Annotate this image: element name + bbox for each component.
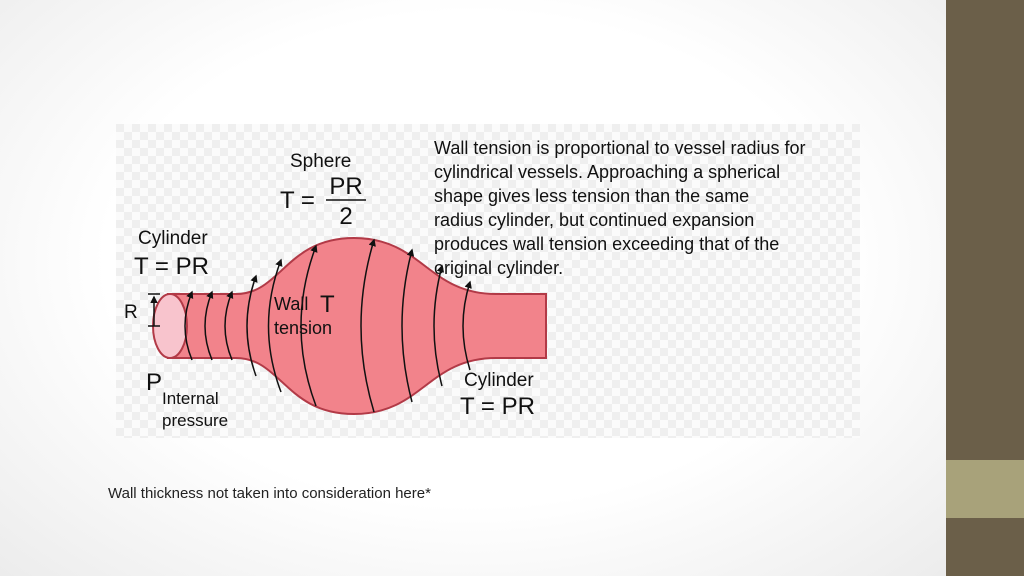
- pressure-symbol: P: [146, 369, 162, 396]
- description-line: original cylinder.: [434, 258, 563, 278]
- description-line: radius cylinder, but continued expansion: [434, 210, 754, 230]
- tension-arrow: [184, 290, 194, 361]
- tension-arrow: [224, 290, 234, 361]
- wall-label: Wall: [274, 294, 308, 314]
- cylinder-left-label: Cylinder: [138, 228, 208, 249]
- tension-label: tension: [274, 318, 332, 338]
- footnote: Wall thickness not taken into considerat…: [108, 485, 431, 502]
- tension-arrow: [462, 280, 472, 371]
- tension-symbol: T: [320, 291, 335, 318]
- tension-arrow: [300, 244, 318, 407]
- description-line: cylindrical vessels. Approaching a spher…: [434, 162, 780, 182]
- radius-symbol: R: [124, 302, 138, 323]
- sidebar-bar-top: [946, 0, 1024, 460]
- tension-arrows: [184, 238, 472, 413]
- tension-arrow: [204, 290, 214, 361]
- cylinder-left-formula: T = PR: [134, 253, 209, 280]
- description-line: produces wall tension exceeding that of …: [434, 234, 779, 254]
- internal-label: Internal: [162, 389, 219, 408]
- sphere-formula-denominator: 2: [339, 203, 352, 230]
- sphere-formula-lhs: T =: [280, 187, 315, 214]
- description-text-block: Wall tension is proportional to vessel r…: [434, 138, 806, 278]
- checkered-background: [116, 124, 860, 438]
- vessel-diagram-svg: Sphere T = PR 2 Cylinder T = PR R Wall T…: [116, 124, 860, 438]
- tension-arrow: [401, 248, 415, 403]
- description-line: Wall tension is proportional to vessel r…: [434, 138, 806, 158]
- cylinder-right-formula: T = PR: [460, 393, 535, 420]
- tension-arrow: [433, 264, 445, 387]
- sidebar-bar-bottom: [946, 518, 1024, 576]
- tension-arrow: [360, 238, 376, 413]
- description-line: shape gives less tension than the same: [434, 186, 749, 206]
- sidebar-accent-bar: [946, 460, 1024, 518]
- cylinder-right-label: Cylinder: [464, 370, 534, 391]
- pressure-label: pressure: [162, 411, 228, 430]
- sphere-formula-numerator: PR: [329, 173, 362, 200]
- vessel-body: [167, 236, 547, 416]
- tension-arrow: [246, 274, 258, 377]
- radius-marker: [148, 293, 160, 327]
- vessel-diagram-figure: Sphere T = PR 2 Cylinder T = PR R Wall T…: [116, 124, 860, 438]
- tension-arrow: [267, 258, 283, 393]
- sphere-label: Sphere: [290, 151, 351, 172]
